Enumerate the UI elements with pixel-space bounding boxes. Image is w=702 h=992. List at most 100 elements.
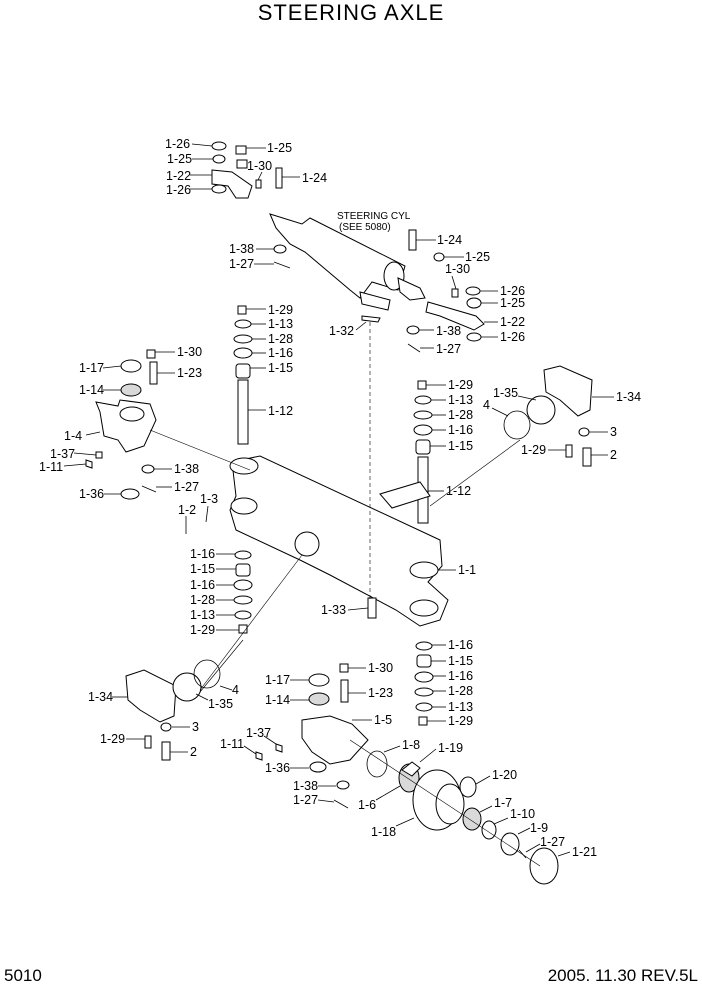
grease-nipple-shape: [255, 179, 262, 189]
cap-shape: [120, 359, 142, 373]
callout-1-23: 1-23: [368, 686, 393, 700]
bushing-shape: [416, 654, 432, 668]
washer-shape: [141, 464, 155, 474]
bushing-shape: [466, 297, 482, 309]
callout-1-16: 1-16: [268, 346, 293, 360]
callout-1-29: 1-29: [521, 443, 546, 457]
callout-1-17: 1-17: [265, 673, 290, 687]
callout-1-32: 1-32: [329, 324, 354, 338]
bolt-shape: [161, 741, 171, 761]
bushing-shape: [235, 145, 247, 155]
bolt-shape: [401, 761, 421, 777]
cup-shape: [459, 776, 477, 798]
cap-shape: [308, 673, 330, 687]
o-ring-shape: [503, 410, 531, 440]
washer-shape: [309, 761, 327, 773]
callout-1-26: 1-26: [166, 183, 191, 197]
callout-1-38: 1-38: [229, 242, 254, 256]
rod-end-shape: [397, 277, 426, 301]
callout-1-16: 1-16: [448, 423, 473, 437]
grease-nipple-shape: [565, 444, 573, 458]
washer-shape: [160, 722, 172, 732]
hub-cap-shape: [529, 847, 559, 885]
callout-1-7: 1-7: [494, 796, 512, 810]
callout-1-4: 1-4: [64, 429, 82, 443]
callout-4: 4: [232, 683, 239, 697]
shim-shape: [233, 334, 253, 344]
washer-shape: [465, 286, 481, 296]
nut-shape: [500, 832, 520, 856]
callout-1-35: 1-35: [208, 697, 233, 711]
callout-1-15: 1-15: [190, 562, 215, 576]
note-see-5080: (SEE 5080): [339, 222, 391, 233]
callout-1-29: 1-29: [100, 732, 125, 746]
callout-1-13: 1-13: [190, 608, 215, 622]
bracket-shape: [359, 291, 391, 311]
callout-1-38: 1-38: [293, 779, 318, 793]
pin-shape: [149, 361, 158, 385]
bearing-shape: [120, 383, 142, 397]
link-arm-shape: [425, 301, 485, 331]
pin-shape: [275, 167, 283, 189]
callout-1-16: 1-16: [448, 669, 473, 683]
bushing-shape: [235, 563, 251, 577]
seal-shape: [234, 319, 252, 329]
bolt-shape: [95, 451, 103, 459]
callout-1-37: 1-37: [246, 726, 271, 740]
callout-1-28: 1-28: [448, 408, 473, 422]
callout-1-16: 1-16: [448, 638, 473, 652]
callout-1-28: 1-28: [448, 684, 473, 698]
callout-1-12: 1-12: [446, 484, 471, 498]
callout-1-28: 1-28: [268, 332, 293, 346]
page-title: STEERING AXLE: [257, 0, 445, 25]
callout-1-26: 1-26: [500, 284, 525, 298]
bolt-shape: [255, 751, 263, 761]
callout-1-13: 1-13: [268, 317, 293, 331]
callout-1-12: 1-12: [268, 404, 293, 418]
callout-1-26: 1-26: [500, 330, 525, 344]
callout-1-17: 1-17: [79, 361, 104, 375]
shim-shape: [413, 410, 433, 420]
washer-shape: [120, 488, 140, 500]
callout-1-29: 1-29: [448, 378, 473, 392]
callout-1-36: 1-36: [79, 487, 104, 501]
callout-1-29: 1-29: [448, 714, 473, 728]
callout-1-18: 1-18: [371, 825, 396, 839]
seal-shape: [414, 395, 432, 405]
knuckle-shape: [301, 715, 369, 765]
grease-nipple-shape: [418, 716, 428, 726]
callout-1-30: 1-30: [247, 159, 272, 173]
bolt-shape: [582, 447, 592, 467]
washer-shape: [273, 244, 287, 254]
callout-1-29: 1-29: [268, 303, 293, 317]
note-steering-cyl: STEERING CYL: [337, 211, 411, 222]
callout-2: 2: [610, 448, 617, 462]
trunnion-shape: [379, 481, 431, 509]
callout-1-21: 1-21: [572, 845, 597, 859]
callout-1-25: 1-25: [167, 152, 192, 166]
grease-nipple-shape: [146, 349, 156, 359]
bearing-shape: [234, 550, 252, 560]
callout-1-19: 1-19: [438, 741, 463, 755]
callout-4: 4: [483, 398, 490, 412]
callout-1-38: 1-38: [174, 462, 199, 476]
support-bracket-shape: [543, 365, 593, 417]
callout-1-27: 1-27: [229, 257, 254, 271]
callout-1-16: 1-16: [190, 578, 215, 592]
bearing-shape: [233, 347, 253, 359]
callout-1-27: 1-27: [436, 342, 461, 356]
washer-shape: [211, 141, 227, 151]
washer-shape: [336, 780, 350, 790]
callout-1-35: 1-35: [493, 386, 518, 400]
support-bracket-shape: [125, 669, 177, 723]
callout-1-25: 1-25: [267, 141, 292, 155]
callout-1-8: 1-8: [402, 738, 420, 752]
callout-1-29: 1-29: [190, 623, 215, 637]
callout-1-11: 1-11: [220, 737, 244, 751]
callout-1-6: 1-6: [358, 798, 376, 812]
callout-1-27: 1-27: [293, 793, 318, 807]
bearing-shape: [462, 807, 482, 831]
callout-1-5: 1-5: [374, 713, 392, 727]
callout-1-25: 1-25: [500, 296, 525, 310]
